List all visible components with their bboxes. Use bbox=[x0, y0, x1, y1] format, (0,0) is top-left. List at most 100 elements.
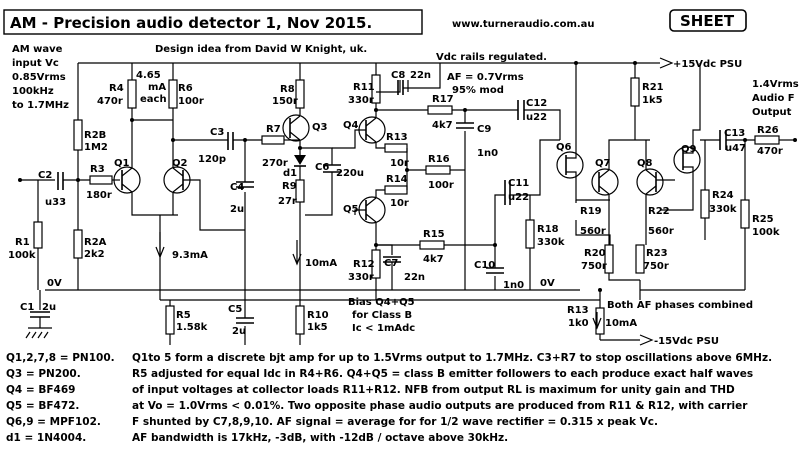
svg-text:C3: C3 bbox=[210, 127, 224, 138]
svg-text:220u: 220u bbox=[336, 168, 364, 179]
svg-text:Q3: Q3 bbox=[312, 122, 328, 133]
svg-text:750r: 750r bbox=[643, 261, 669, 272]
resistor-r21 bbox=[630, 77, 640, 107]
svg-text:1.58k: 1.58k bbox=[176, 322, 208, 333]
svg-text:R4: R4 bbox=[109, 83, 124, 94]
svg-text:1M2: 1M2 bbox=[84, 142, 108, 153]
resistor-r2b bbox=[73, 119, 83, 151]
svg-text:Q5 = BF472.: Q5 = BF472. bbox=[6, 400, 79, 412]
svg-text:Q2: Q2 bbox=[172, 158, 188, 169]
svg-text:Q7: Q7 bbox=[595, 158, 611, 169]
svg-text:R2B: R2B bbox=[84, 130, 106, 141]
svg-text:R5: R5 bbox=[176, 310, 191, 321]
svg-text:Q3 = PN200.: Q3 = PN200. bbox=[6, 368, 81, 380]
svg-text:to 1.7MHz: to 1.7MHz bbox=[12, 100, 69, 111]
sheet-button-label[interactable]: SHEET bbox=[680, 12, 735, 30]
current-arrow-r13b bbox=[592, 312, 602, 330]
svg-text:Q6,9 = MPF102.: Q6,9 = MPF102. bbox=[6, 416, 101, 428]
svg-text:Ic < 1mAdc: Ic < 1mAdc bbox=[352, 323, 415, 334]
sheet-button[interactable]: SHEET bbox=[669, 9, 747, 32]
svg-text:1k0: 1k0 bbox=[568, 318, 589, 329]
transistor-q1 bbox=[113, 166, 141, 194]
output-note: 1.4Vrms Audio F Output bbox=[752, 79, 799, 118]
svg-text:560r: 560r bbox=[580, 226, 606, 237]
resistor-r4 bbox=[127, 79, 137, 109]
website-url[interactable]: www.turneraudio.com.au bbox=[452, 19, 595, 30]
svg-text:C5: C5 bbox=[228, 304, 242, 315]
svg-text:Q4: Q4 bbox=[343, 120, 359, 131]
svg-text:u22: u22 bbox=[508, 192, 529, 203]
resistor-r16 bbox=[425, 165, 451, 175]
resistor-r11 bbox=[371, 74, 381, 104]
junction-dots bbox=[76, 61, 747, 292]
capacitor-c12 bbox=[517, 100, 525, 120]
resistor-r1 bbox=[33, 221, 43, 249]
svg-text:C6: C6 bbox=[315, 162, 329, 173]
resistor-r10 bbox=[295, 305, 305, 335]
svg-text:R21: R21 bbox=[642, 82, 664, 93]
transistor-q8 bbox=[636, 168, 664, 196]
svg-text:R16: R16 bbox=[428, 154, 450, 165]
svg-text:22n: 22n bbox=[404, 272, 425, 283]
svg-text:100r: 100r bbox=[428, 180, 454, 191]
transistor-q6 bbox=[556, 150, 584, 182]
svg-text:R15: R15 bbox=[423, 229, 445, 240]
svg-text:330r: 330r bbox=[348, 95, 374, 106]
diode-d1 bbox=[294, 155, 306, 167]
resistor-r17 bbox=[427, 105, 453, 115]
description-notes: Q1to 5 form a discrete bjt amp for up to… bbox=[132, 352, 772, 444]
resistor-r5 bbox=[165, 305, 175, 335]
svg-text:330k: 330k bbox=[709, 204, 737, 215]
resistor-r2a bbox=[73, 229, 83, 259]
svg-text:u33: u33 bbox=[45, 197, 66, 208]
svg-text:100kHz: 100kHz bbox=[12, 86, 54, 97]
svg-text:4.65: 4.65 bbox=[136, 70, 161, 81]
resistor-r26 bbox=[754, 135, 780, 145]
title: AM - Precision audio detector 1, Nov 201… bbox=[10, 14, 372, 32]
svg-text:C10: C10 bbox=[474, 260, 495, 271]
svg-text:Q1to 5 form a discrete bjt amp: Q1to 5 form a discrete bjt amp for up to… bbox=[132, 352, 772, 364]
capacitor-c5 bbox=[236, 317, 254, 324]
svg-text:R14: R14 bbox=[386, 174, 408, 185]
svg-text:each: each bbox=[140, 94, 167, 105]
svg-text:R19: R19 bbox=[580, 206, 602, 217]
af-level-note: AF = 0.7Vrms bbox=[447, 72, 524, 83]
svg-text:mA: mA bbox=[148, 82, 166, 93]
svg-text:Audio F: Audio F bbox=[752, 93, 795, 104]
capacitor-c6 bbox=[323, 164, 341, 173]
parts-list: Q1,2,7,8 = PN100. Q3 = PN200. Q4 = BF469… bbox=[6, 352, 115, 444]
resistor-r23 bbox=[635, 244, 645, 274]
svg-text:100r: 100r bbox=[178, 96, 204, 107]
svg-text:Q5: Q5 bbox=[343, 204, 359, 215]
svg-text:R11: R11 bbox=[353, 82, 375, 93]
input-note: AM wave input Vc 0.85Vrms 100kHz to 1.7M… bbox=[12, 44, 69, 111]
svg-text:Q9: Q9 bbox=[681, 144, 697, 155]
zero-volt-label: 0V bbox=[47, 278, 62, 289]
transistor-q7 bbox=[591, 168, 619, 196]
svg-text:R26: R26 bbox=[757, 125, 779, 136]
current-q12-each: 4.65 mA each bbox=[136, 70, 167, 105]
svg-text:R13: R13 bbox=[567, 305, 589, 316]
svg-text:at Vo = 1.0Vrms < 0.01%. Tw: at Vo = 1.0Vrms < 0.01%. Two opposite ph… bbox=[132, 400, 748, 412]
psu-negative-label: -15Vdc PSU bbox=[654, 336, 719, 347]
capacitor-c11 bbox=[504, 180, 511, 205]
resistor-r12 bbox=[371, 249, 381, 279]
svg-text:0.85Vrms: 0.85Vrms bbox=[12, 72, 66, 83]
svg-text:R7: R7 bbox=[266, 124, 281, 135]
svg-text:27r: 27r bbox=[278, 196, 297, 207]
svg-text:u22: u22 bbox=[526, 112, 547, 123]
svg-text:d1: d1 bbox=[283, 168, 297, 179]
title-box bbox=[3, 9, 423, 35]
resistor-r18 bbox=[525, 219, 535, 249]
svg-text:270r: 270r bbox=[262, 158, 288, 169]
svg-text:R20: R20 bbox=[584, 248, 606, 259]
resistor-r13 bbox=[384, 143, 408, 153]
svg-text:2k2: 2k2 bbox=[84, 249, 105, 260]
capacitor-c3 bbox=[227, 132, 234, 150]
resistor-r8 bbox=[295, 79, 305, 109]
transistor-q9 bbox=[673, 143, 701, 178]
design-idea: Design idea from David W Knight, uk. bbox=[155, 44, 367, 55]
capacitor-c4 bbox=[236, 181, 254, 188]
capacitor-c9 bbox=[456, 122, 474, 129]
